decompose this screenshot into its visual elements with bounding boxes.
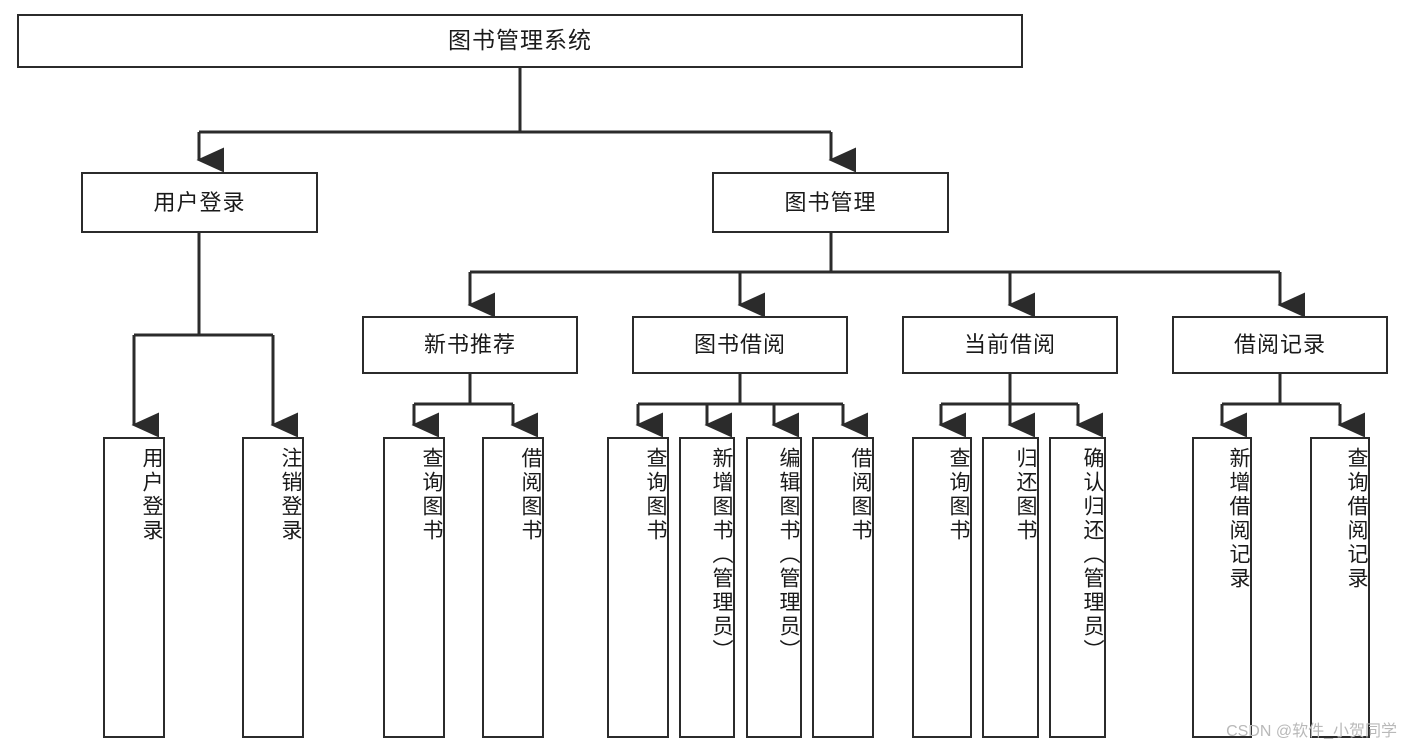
node-label: 用户登录	[153, 189, 246, 215]
node-user-login[interactable]: 用户登录	[81, 172, 318, 233]
node-book-management[interactable]: 图书管理	[712, 172, 949, 233]
leaf-current-borrow-query[interactable]: 查询图书	[912, 437, 972, 738]
node-label: 用户登录	[140, 447, 163, 543]
leaf-borrow-record-query[interactable]: 查询借阅记录	[1310, 437, 1370, 738]
leaf-new-book-query[interactable]: 查询图书	[383, 437, 445, 738]
leaf-book-borrow-borrow[interactable]: 借阅图书	[812, 437, 874, 738]
leaf-new-book-borrow[interactable]: 借阅图书	[482, 437, 544, 738]
node-label: 新增图书（管理员）	[710, 447, 733, 663]
leaf-current-borrow-confirm-return[interactable]: 确认归还（管理员）	[1049, 437, 1106, 738]
node-new-book-recommend[interactable]: 新书推荐	[362, 316, 578, 374]
node-root-system[interactable]: 图书管理系统	[17, 14, 1023, 68]
node-label: 查询图书	[947, 447, 970, 543]
node-label: 借阅图书	[849, 447, 872, 543]
node-borrow-record[interactable]: 借阅记录	[1172, 316, 1388, 374]
leaf-book-borrow-edit[interactable]: 编辑图书（管理员）	[746, 437, 802, 738]
node-book-borrow[interactable]: 图书借阅	[632, 316, 848, 374]
node-current-borrow[interactable]: 当前借阅	[902, 316, 1118, 374]
node-label: 图书借阅	[693, 332, 786, 358]
leaf-book-borrow-add[interactable]: 新增图书（管理员）	[679, 437, 735, 738]
node-label: 注销登录	[279, 447, 302, 543]
node-label: 归还图书	[1014, 447, 1037, 543]
node-label: 编辑图书（管理员）	[777, 447, 800, 663]
node-label: 新增借阅记录	[1227, 447, 1250, 591]
node-label: 新书推荐	[423, 332, 516, 358]
node-label: 图书管理	[784, 189, 877, 215]
leaf-book-borrow-query[interactable]: 查询图书	[607, 437, 669, 738]
node-label: 借阅记录	[1233, 332, 1326, 358]
node-label: 当前借阅	[963, 332, 1056, 358]
node-label: 查询图书	[644, 447, 667, 543]
node-label: 图书管理系统	[448, 27, 592, 54]
node-label: 查询借阅记录	[1345, 447, 1368, 591]
node-label: 确认归还（管理员）	[1081, 447, 1104, 663]
leaf-user-login-login[interactable]: 用户登录	[103, 437, 165, 738]
leaf-current-borrow-return[interactable]: 归还图书	[982, 437, 1039, 738]
watermark-text: CSDN @软件_小贺同学	[1226, 723, 1397, 740]
leaf-borrow-record-add[interactable]: 新增借阅记录	[1192, 437, 1252, 738]
leaf-user-login-logout[interactable]: 注销登录	[242, 437, 304, 738]
node-label: 查询图书	[420, 447, 443, 543]
node-label: 借阅图书	[519, 447, 542, 543]
